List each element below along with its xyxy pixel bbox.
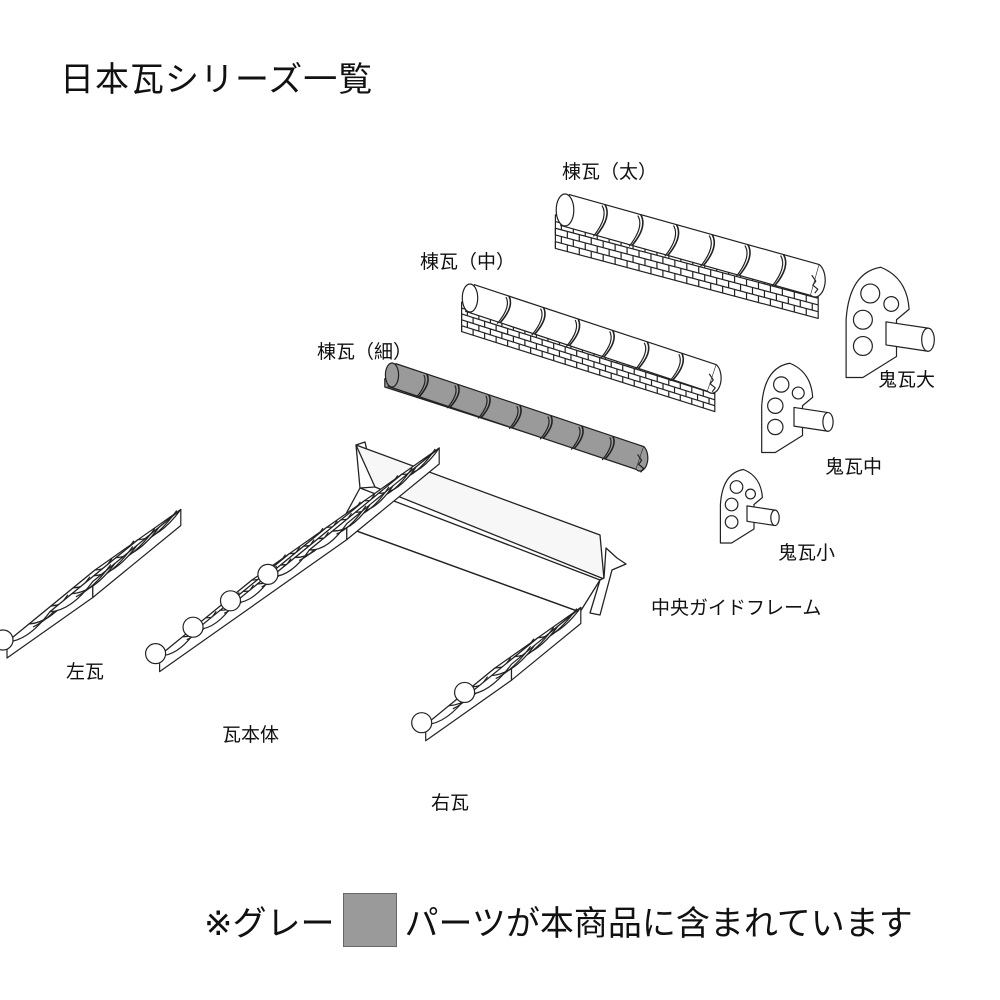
label-oni-dai: 鬼瓦大 xyxy=(878,369,936,391)
ridge-tile-medium xyxy=(461,283,722,413)
left-tile-set xyxy=(0,508,182,659)
label-mune-hoso: 棟瓦（細） xyxy=(317,341,413,363)
right-tile-set xyxy=(411,606,582,742)
oni-tile-small xyxy=(719,468,780,544)
ridge-tile-thick xyxy=(554,193,826,319)
label-migi: 右瓦 xyxy=(431,792,470,814)
note-prefix: ※グレー xyxy=(204,903,335,944)
label-guide-frame: 中央ガイドフレーム xyxy=(651,597,822,619)
label-hontai: 瓦本体 xyxy=(222,724,280,746)
included-parts-note: ※グレー パーツが本商品に含まれています xyxy=(204,893,913,947)
label-hidari: 左瓦 xyxy=(66,661,105,683)
note-suffix: パーツが本商品に含まれています xyxy=(404,903,913,944)
label-oni-chu: 鬼瓦中 xyxy=(825,456,883,478)
title: 日本瓦シリーズ一覧 xyxy=(60,60,374,100)
label-mune-futo: 棟瓦（太） xyxy=(562,161,658,183)
guide-frame xyxy=(339,441,627,616)
ridge-tile-thin xyxy=(384,362,649,473)
main-tile-set xyxy=(145,447,440,673)
label-oni-sho: 鬼瓦小 xyxy=(778,542,836,564)
gray-swatch xyxy=(342,893,397,947)
oni-tile-medium xyxy=(761,362,834,454)
oni-tile-large xyxy=(845,266,935,379)
label-mune-naka: 棟瓦（中） xyxy=(420,251,516,273)
